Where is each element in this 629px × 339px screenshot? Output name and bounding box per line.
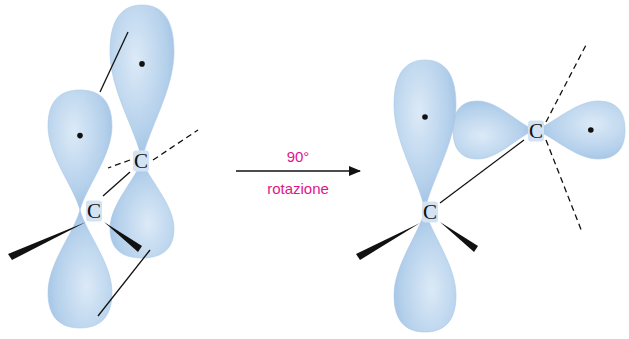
orbital-lobe (110, 160, 174, 258)
orbital-lobe (110, 5, 174, 160)
p-orbital (394, 60, 456, 332)
electron-dot (139, 61, 145, 67)
p-orbital (110, 5, 174, 258)
electron-dot (77, 133, 83, 139)
p-orbitals (48, 5, 625, 332)
orbital-lobe (48, 90, 112, 210)
reaction-arrow (236, 170, 360, 171)
rotation-label: rotazione (265, 181, 331, 196)
atom-label: C (86, 201, 102, 222)
orbital-lobe (394, 60, 456, 210)
wedge-bond (8, 222, 86, 260)
p-orbital (48, 90, 112, 328)
bond-line (440, 140, 524, 203)
rotation-angle: 90° (285, 149, 312, 164)
dashed-bond (108, 160, 130, 168)
dashed-bond (546, 140, 582, 232)
wedge-bond (440, 222, 478, 252)
dashed-bond (546, 45, 586, 122)
bond-line (98, 250, 150, 316)
electron-dot (588, 127, 594, 133)
bond-line (100, 32, 128, 92)
atom-label: C (422, 202, 438, 223)
bond-line (103, 172, 130, 196)
dashed-bond (153, 130, 198, 160)
orbital-lobe (394, 210, 456, 332)
electron-dot (422, 114, 428, 120)
wedge-bond (356, 223, 420, 260)
atom-label: C (528, 121, 544, 142)
orbital-lobe (453, 101, 535, 159)
wedge-bond (104, 222, 142, 252)
orbital-lobe (535, 101, 625, 159)
atom-label: C (133, 151, 149, 172)
bond-lines (8, 32, 586, 316)
p-orbital (453, 101, 625, 159)
